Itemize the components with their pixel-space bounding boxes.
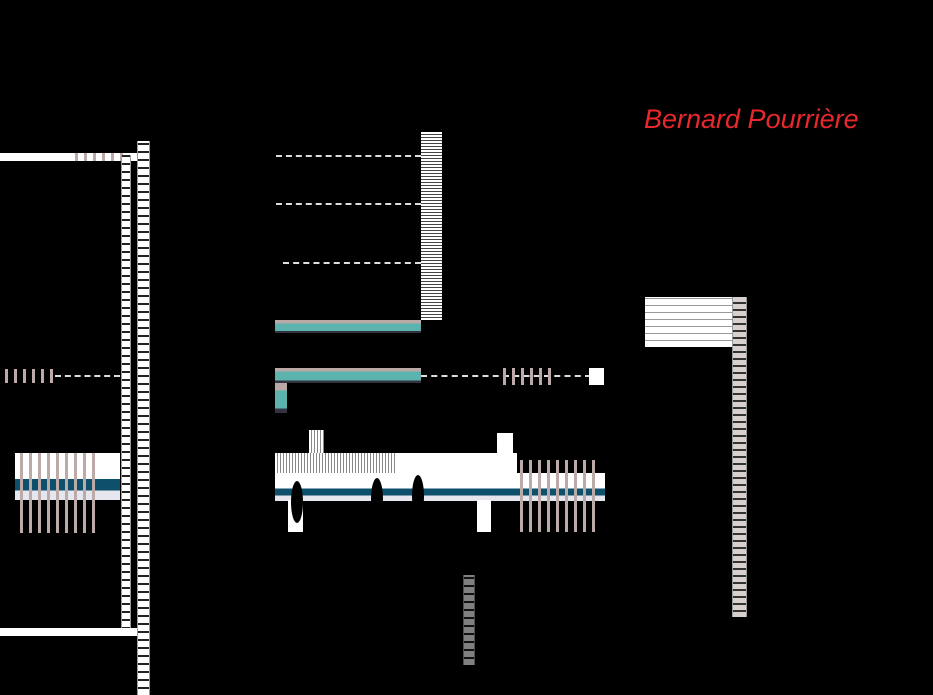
left-frame-ticks <box>75 153 125 161</box>
right-block <box>645 297 733 347</box>
left-frame-top <box>0 153 137 161</box>
facade-strip-2 <box>275 368 421 383</box>
left-frame-bottom <box>0 628 137 636</box>
center-ladder <box>421 132 442 320</box>
left-mid-ticks <box>5 369 55 383</box>
facade-strip-1 <box>275 320 421 333</box>
elevation-top-white <box>397 453 517 473</box>
dotted-line-1 <box>276 155 421 157</box>
facade-strip-3 <box>275 383 287 413</box>
arch-opening-1 <box>291 481 303 523</box>
elevation-pier-2 <box>477 500 491 532</box>
left-mid-line <box>55 375 120 377</box>
center-ticks <box>503 368 553 385</box>
small-box <box>497 433 513 453</box>
left-column <box>121 155 131 635</box>
elevation-hatch <box>275 453 397 473</box>
dotted-line-2 <box>276 203 421 205</box>
elevation-hatch-top <box>309 430 324 453</box>
arch-opening-3 <box>412 475 424 517</box>
dotted-line-3 <box>283 262 421 264</box>
center-box <box>589 368 604 385</box>
right-ladder <box>732 297 747 617</box>
lower-ladder <box>463 575 475 665</box>
left-ladder <box>137 141 150 695</box>
left-elevation-columns <box>20 453 95 533</box>
arch-opening-2 <box>371 478 383 520</box>
elevation-columns <box>520 460 600 532</box>
author-name-title: Bernard Pourrière <box>644 104 859 134</box>
